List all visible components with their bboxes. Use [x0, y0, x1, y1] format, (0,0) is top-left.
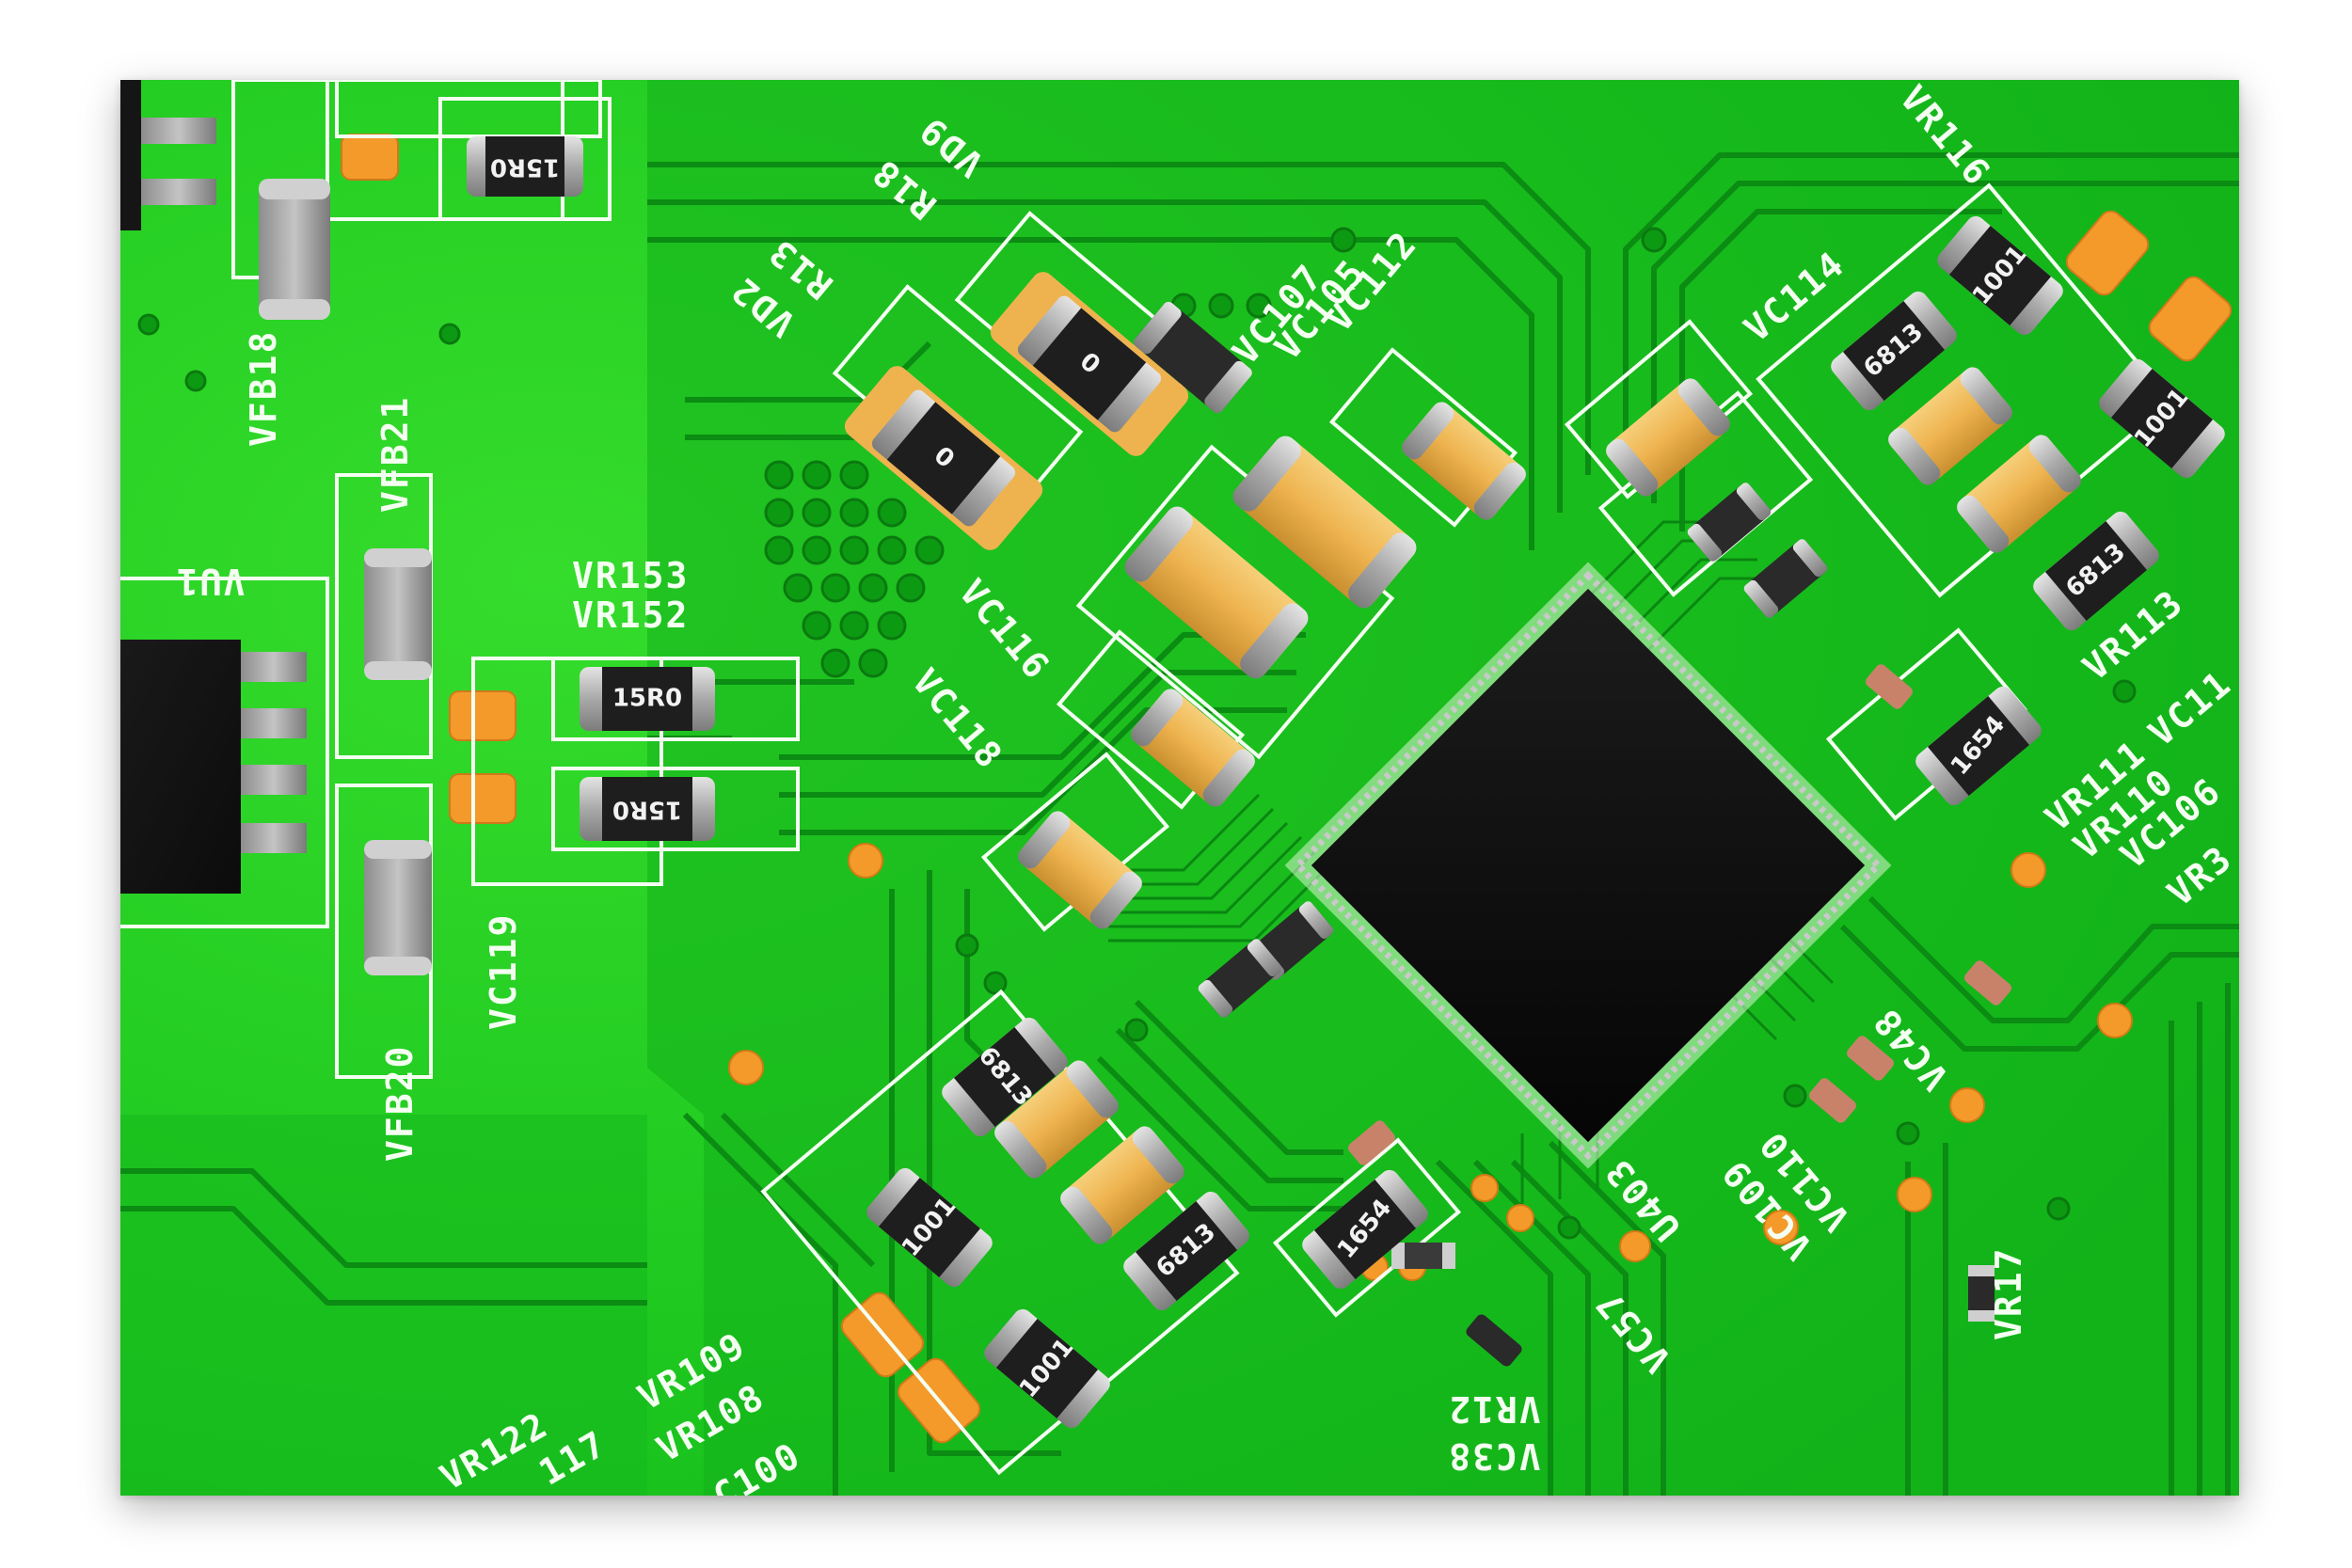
main-qfn-chip	[1284, 562, 1892, 1169]
top-left-ic-leads	[120, 80, 216, 230]
label-vfb21: VFB21	[374, 396, 416, 513]
marking-15r0-a: 15R0	[612, 685, 682, 713]
label-vr152: VR152	[572, 594, 689, 636]
label-vc119: VC119	[483, 913, 524, 1030]
label-vu1: VU1	[175, 561, 246, 602]
label-vr17: VR17	[1988, 1246, 2029, 1340]
small-smd-parts	[1134, 301, 2011, 1367]
label-vc38: VC38	[1447, 1435, 1541, 1477]
ceramic-capacitors	[994, 367, 2081, 1244]
ferrite-beads	[259, 179, 432, 975]
marking-15r0-top: 15R0	[490, 153, 560, 182]
label-vfb18: VFB18	[243, 330, 284, 447]
label-vr153: VR153	[572, 555, 689, 596]
label-vfb20: VFB20	[379, 1045, 421, 1162]
photo-frame: 15R0 15R0 15R0 0 0 6813 6813 6813 6813 1…	[120, 80, 2239, 1496]
marking-15r0-b: 15R0	[612, 796, 682, 824]
sot-package-vu1	[120, 640, 307, 894]
resistors	[467, 136, 2225, 1429]
test-pads	[728, 843, 2133, 1281]
label-vr12: VR12	[1447, 1388, 1541, 1430]
circuit-board-photo: 15R0 15R0 15R0 0 0 6813 6813 6813 6813 1…	[120, 80, 2239, 1496]
